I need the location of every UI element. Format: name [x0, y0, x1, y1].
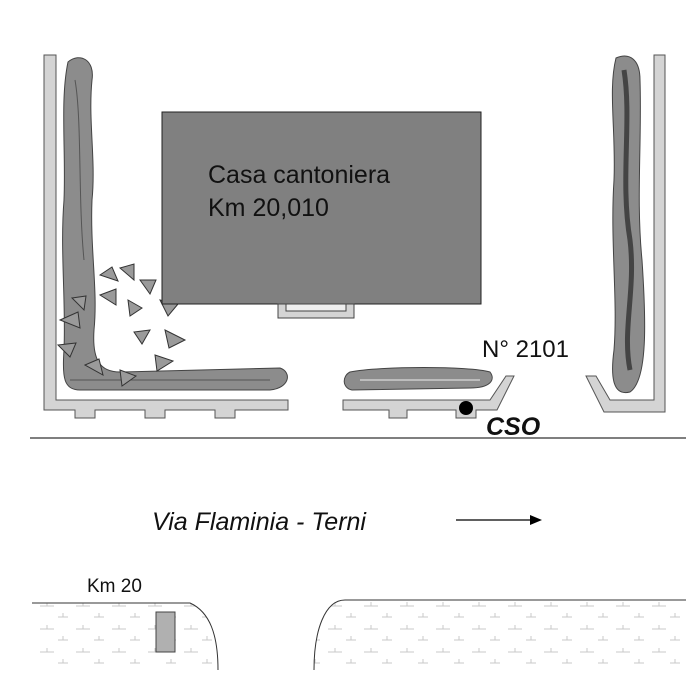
km-marker-stone — [155, 611, 176, 653]
building-km: Km 20,010 — [208, 194, 329, 222]
boundary-wall-left — [43, 54, 289, 419]
house-number: N° 2101 — [482, 336, 569, 363]
road-name: Via Flaminia - Terni — [152, 508, 367, 536]
cso-label: CSO — [486, 413, 541, 441]
shrub-cluster — [56, 263, 187, 387]
building-name: Casa cantoniera — [208, 161, 390, 189]
boundary-wall-right — [585, 54, 666, 413]
roadside-edge-left — [32, 602, 219, 671]
hedge-left — [62, 57, 288, 391]
km-marker-label: Km 20 — [87, 576, 142, 597]
roadside-area-right — [314, 600, 686, 670]
arrow-right-icon — [456, 515, 542, 525]
hedge-middle — [343, 367, 493, 391]
cso-manhole-icon — [459, 401, 473, 415]
roadside-edge-right — [313, 599, 686, 671]
roadside-area-left — [32, 603, 218, 670]
entrance-step — [277, 303, 355, 319]
casa-cantoniera-building — [161, 111, 482, 305]
hedge-right — [611, 55, 646, 394]
